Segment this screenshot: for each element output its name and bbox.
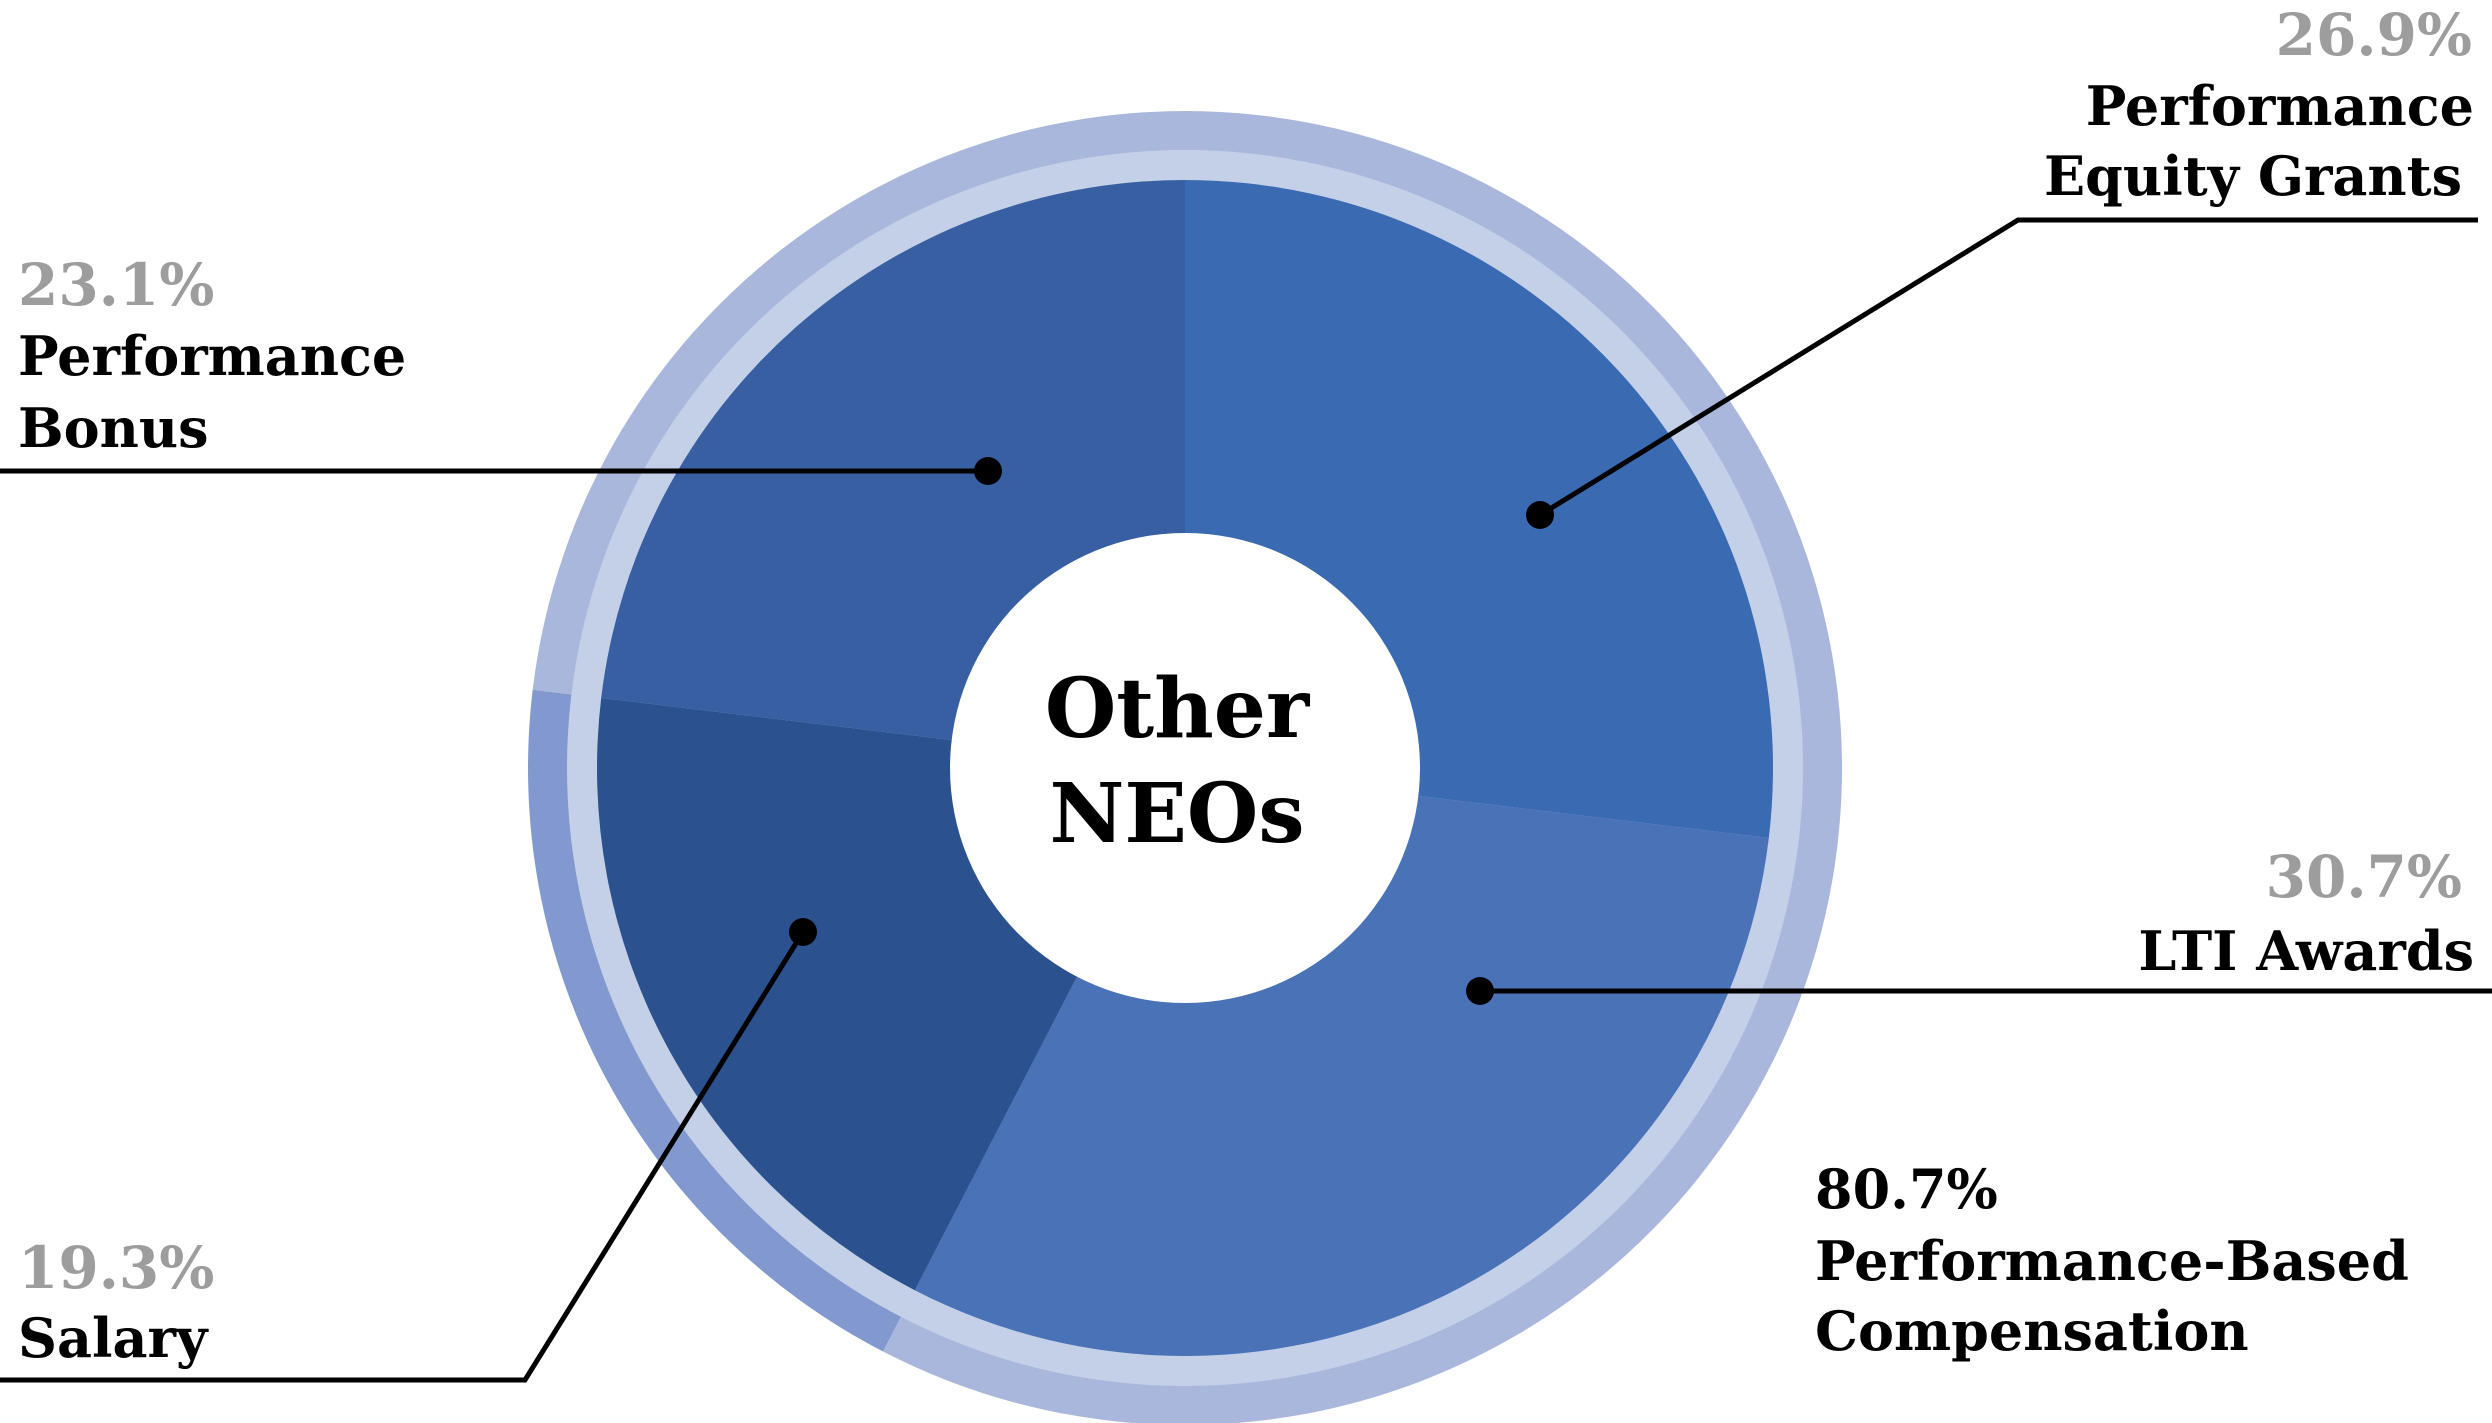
- annotation-performance-based-compensation: 80.7% Performance-Based Compensation: [1815, 1157, 2409, 1363]
- leader-dot-equity: [1526, 501, 1554, 529]
- center-label-line-2: NEOs: [1049, 766, 1304, 862]
- annotation-performance-bonus: 23.1% Performance Bonus: [0, 251, 1002, 485]
- summary-label-line-1: Performance-Based: [1815, 1229, 2409, 1293]
- summary-label-line-2: Compensation: [1815, 1299, 2249, 1363]
- annotation-lti-awards: 30.7% LTI Awards: [1466, 843, 2492, 1005]
- leader-dot-salary: [789, 918, 817, 946]
- leader-dot-bonus: [974, 457, 1002, 485]
- annotation-performance-equity-grants: 26.9% Performance Equity Grants: [1526, 1, 2478, 529]
- annotation-salary: 19.3% Salary: [0, 918, 817, 1383]
- category-label-equity-line-1: Performance: [2086, 74, 2474, 138]
- leader-line-salary: [0, 930, 806, 1383]
- leader-dot-lti: [1466, 977, 1494, 1005]
- category-label-salary: Salary: [18, 1306, 209, 1370]
- value-label-salary: 19.3%: [18, 1234, 214, 1302]
- category-label-equity-line-2: Equity Grants: [2044, 144, 2462, 208]
- center-label-line-1: Other: [1045, 661, 1311, 757]
- category-label-bonus-line-1: Performance: [18, 324, 406, 388]
- value-label-lti: 30.7%: [2266, 843, 2462, 911]
- value-label-bonus: 23.1%: [18, 251, 214, 319]
- center-hole: [950, 533, 1420, 1003]
- category-label-lti: LTI Awards: [2138, 919, 2474, 983]
- leader-line-equity: [1538, 217, 2478, 518]
- category-label-bonus-line-2: Bonus: [18, 396, 209, 460]
- summary-value-label: 80.7%: [1815, 1157, 1998, 1221]
- value-label-equity: 26.9%: [2276, 1, 2472, 69]
